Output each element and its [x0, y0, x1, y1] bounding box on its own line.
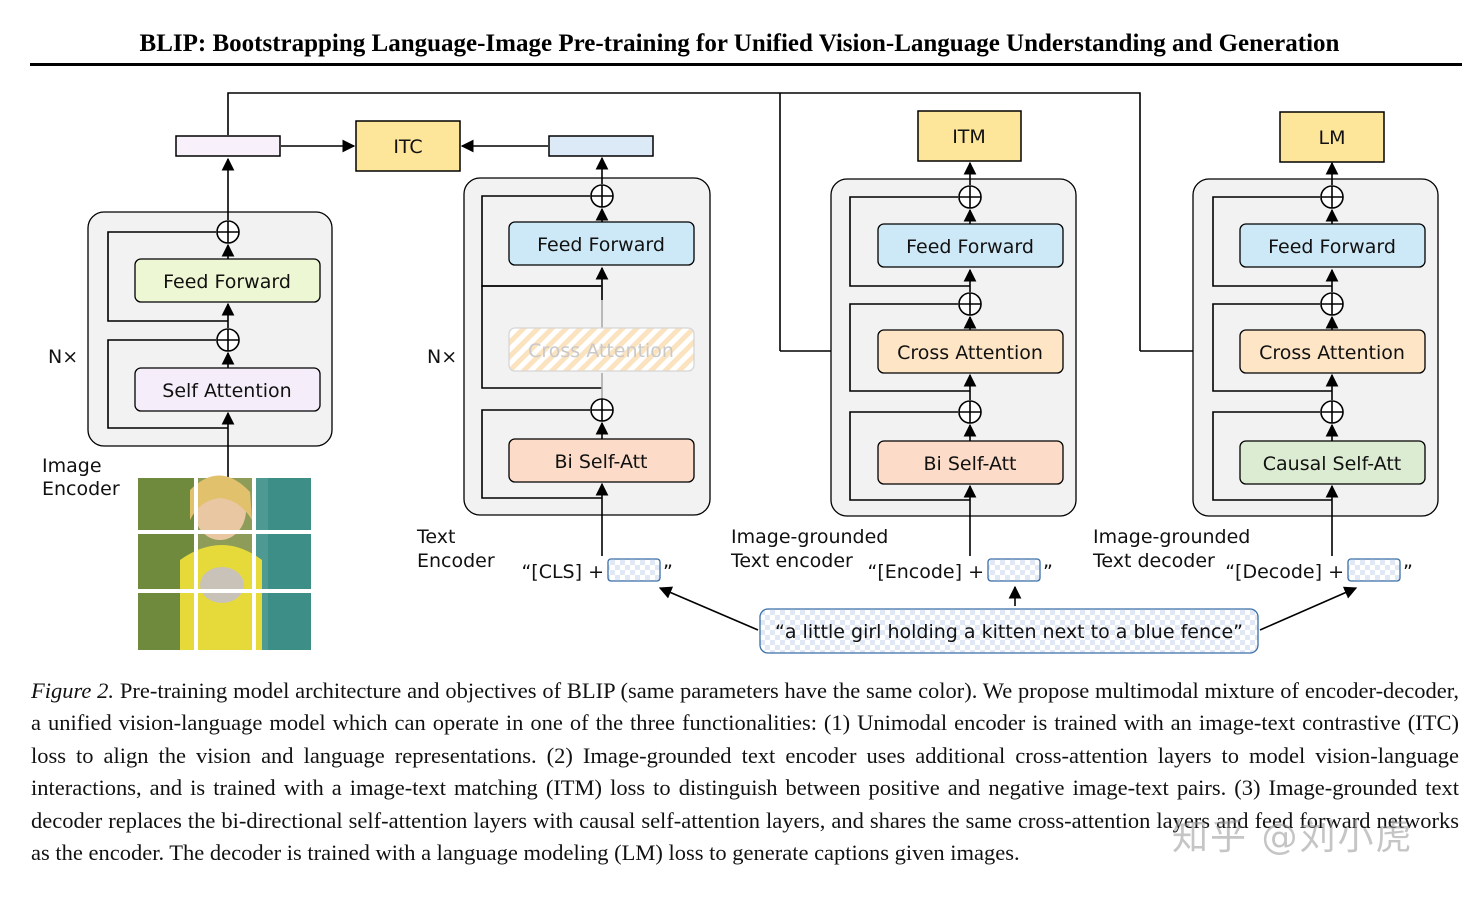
grounded-decoder-label-1: Image-grounded — [1093, 526, 1250, 548]
grounded-encoder-label-1: Image-grounded — [731, 526, 888, 548]
image-self-attention-label: Self Attention — [162, 380, 291, 402]
figure-label: Figure 2. — [31, 678, 115, 703]
dec-cross-attention-label: Cross Attention — [1259, 342, 1405, 364]
enc-feed-forward-label: Feed Forward — [906, 236, 1034, 258]
encode-input-prefix: “[Encode] + — [868, 561, 985, 583]
enc-bi-self-att-block — [877, 440, 1064, 485]
grounded-decoder-label-2: Text decoder — [1092, 550, 1215, 572]
dec-feed-forward-block — [1239, 223, 1426, 268]
image-encoder: Feed Forward Self Attention N× Image Enc… — [42, 135, 333, 500]
enc-cross-attention-label: Cross Attention — [897, 342, 1043, 364]
text-feed-forward-label: Feed Forward — [537, 234, 665, 256]
dec-causal-self-att-block — [1239, 440, 1426, 485]
figure-caption: Figure 2. Pre-training model architectur… — [31, 675, 1459, 869]
image-feed-forward-label: Feed Forward — [163, 271, 291, 293]
image-feed-forward-block — [134, 258, 321, 303]
architecture-figure: Feed Forward Self Attention N× Image Enc… — [42, 92, 1439, 654]
decode-input-prefix: “[Decode] + — [1225, 561, 1344, 583]
caption-input-text: “a little girl holding a kitten next to … — [775, 621, 1243, 643]
dec-cross-attention-block — [1239, 329, 1426, 374]
dec-causal-self-att-label: Causal Self-Att — [1263, 453, 1402, 475]
image-encoder-label-1: Image — [42, 455, 102, 477]
image-feature-vector — [175, 135, 281, 157]
itc-objective: ITC — [281, 120, 548, 172]
image-encoder-repeat: N× — [48, 346, 78, 368]
cls-input-token-box — [607, 558, 661, 582]
text-encoder: Feed Forward Cross Attention Bi Self-Att… — [416, 135, 711, 583]
text-feed-forward-block — [508, 221, 695, 266]
text-feature-vector — [548, 135, 654, 157]
caption-input: “a little girl holding a kitten next to … — [658, 585, 1358, 654]
itm-label: ITM — [952, 126, 986, 148]
text-bi-self-att-label: Bi Self-Att — [554, 451, 647, 473]
text-encoder-label-1: Text — [416, 526, 455, 548]
caption-text: Pre-training model architecture and obje… — [31, 678, 1459, 866]
enc-feed-forward-block — [877, 223, 1064, 268]
image-encoder-label-2: Encoder — [42, 478, 120, 500]
decode-input-suffix: ” — [1403, 561, 1413, 583]
decode-input-token-box — [1347, 558, 1401, 582]
enc-bi-self-att-label: Bi Self-Att — [923, 453, 1016, 475]
cls-input-suffix: ” — [663, 561, 673, 583]
lm-label: LM — [1319, 127, 1346, 149]
encode-input-token-box — [987, 558, 1041, 582]
watermark: 知乎 @刘小虎 — [1172, 817, 1414, 858]
text-cross-attention-block-disabled — [508, 327, 695, 372]
text-encoder-repeat: N× — [427, 346, 457, 368]
encode-input-suffix: ” — [1043, 561, 1053, 583]
grounded-encoder-label-2: Text encoder — [730, 550, 853, 572]
cls-input-prefix: “[CLS] + — [521, 561, 604, 583]
itc-label: ITC — [393, 136, 422, 158]
title-rule — [30, 63, 1462, 66]
dec-feed-forward-label: Feed Forward — [1268, 236, 1396, 258]
enc-cross-attention-block — [877, 329, 1064, 374]
image-self-attention-block — [134, 367, 321, 412]
text-bi-self-att-block — [508, 438, 695, 483]
image-grounded-text-decoder: LM Feed Forward Cross Attention Causal S… — [1092, 111, 1439, 583]
paper-title: BLIP: Bootstrapping Language-Image Pre-t… — [139, 30, 1340, 57]
input-image-patches — [138, 475, 311, 650]
image-grounded-text-encoder: ITM Feed Forward Cross Attention Bi Self… — [730, 110, 1077, 583]
text-cross-attention-label: Cross Attention — [528, 340, 674, 362]
text-encoder-label-2: Encoder — [417, 550, 495, 572]
